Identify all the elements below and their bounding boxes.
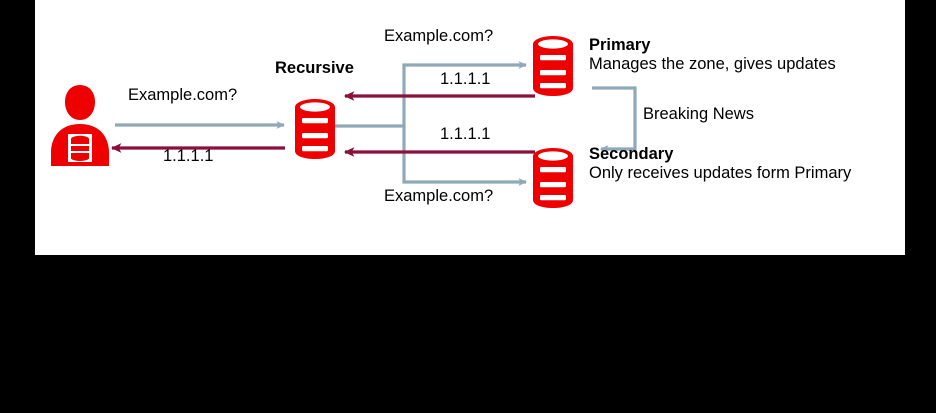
secondary-database-icon [533, 148, 573, 208]
client-user-database-icon [51, 85, 109, 166]
recursive-database-icon [295, 99, 335, 159]
primary-node-description: Manages the zone, gives updates [589, 55, 836, 73]
diagram-canvas: Recursive Example.com? 1.1.1.1 Example.c… [35, 0, 905, 255]
secondary-node-label: Secondary [589, 145, 674, 163]
arrow-primary-to-secondary-transfer [592, 86, 637, 153]
zone-transfer-label: Breaking News [643, 105, 754, 123]
primary-query-label: Example.com? [384, 27, 494, 45]
secondary-node-description: Only receives updates form Primary [589, 164, 852, 182]
primary-database-icon [533, 36, 573, 96]
client-response-label: 1.1.1.1 [163, 147, 214, 165]
secondary-query-label: Example.com? [384, 187, 494, 205]
primary-response-label: 1.1.1.1 [440, 70, 491, 88]
recursive-node-label: Recursive [275, 59, 354, 77]
secondary-response-label: 1.1.1.1 [440, 125, 491, 143]
arrow-recursive-to-primary-query [335, 61, 528, 128]
client-query-label: Example.com? [128, 86, 238, 104]
primary-node-label: Primary [589, 36, 651, 54]
